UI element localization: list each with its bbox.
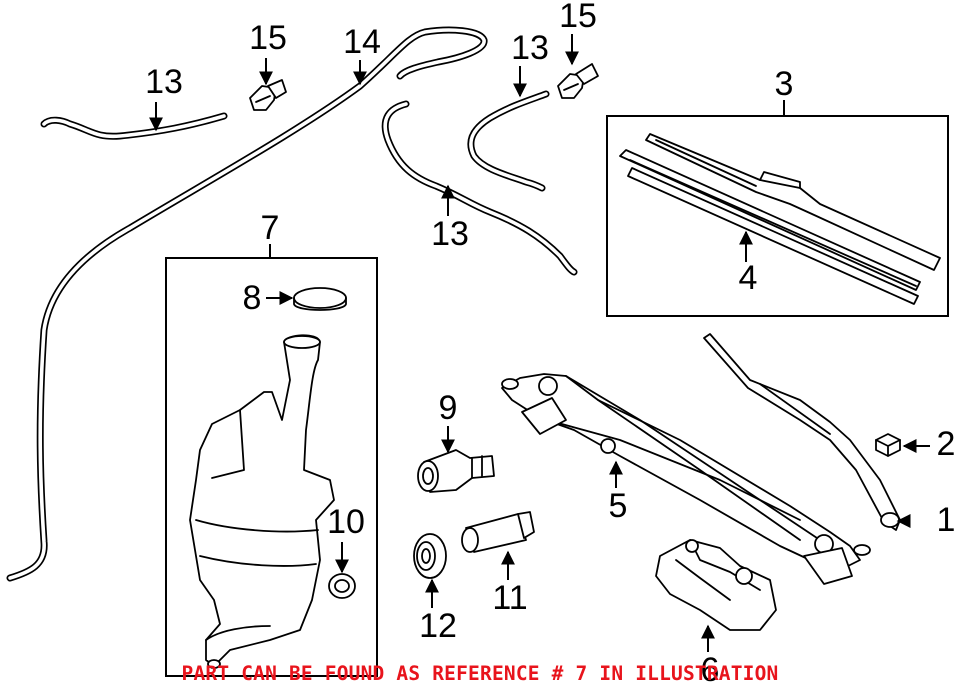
wiper-blade-3: [645, 133, 941, 271]
callout-7: 7: [261, 209, 280, 247]
pump-grommet-10: [328, 573, 356, 599]
reservoir-cap-8: [293, 287, 347, 311]
washer-hose-13-middle: [381, 100, 578, 276]
hose-clip-15-left: [249, 79, 287, 111]
callout-1: 1: [937, 501, 956, 539]
arm-nut-2: [875, 433, 901, 457]
leader-lines: [149, 34, 930, 652]
reference-note: PART CAN BE FOUND AS REFERENCE # 7 IN IL…: [181, 662, 779, 685]
callout-15-right: 15: [559, 0, 597, 35]
washer-reservoir-box: [165, 257, 378, 677]
washer-hose-13-right: [467, 90, 550, 192]
callout-15-left: 15: [249, 19, 287, 57]
washer-hose-14: [6, 26, 488, 582]
wiper-linkage-5: [501, 373, 871, 585]
callout-12: 12: [419, 607, 457, 645]
callout-2: 2: [937, 425, 956, 463]
callout-13-right: 13: [511, 29, 549, 67]
callout-3: 3: [775, 65, 794, 103]
callout-11: 11: [492, 579, 527, 617]
wiper-blade-refill-4: [619, 149, 921, 305]
callout-8: 8: [243, 279, 262, 317]
callout-13-middle: 13: [431, 215, 469, 253]
washer-reservoir-7: [189, 334, 335, 669]
washer-motor-11: [461, 511, 535, 553]
callout-10: 10: [327, 503, 365, 541]
callout-5: 5: [609, 487, 628, 525]
callout-9: 9: [439, 389, 458, 427]
callout-13-left: 13: [145, 63, 183, 101]
pump-grommet-12: [413, 533, 447, 579]
callout-14: 14: [343, 23, 381, 61]
wiper-motor-6: [655, 539, 777, 631]
washer-pump-9: [417, 449, 495, 493]
hose-clip-15-right: [557, 63, 599, 99]
wiper-blade-group-box: [606, 115, 949, 317]
washer-hose-13-left: [40, 112, 228, 140]
callout-6: 6: [701, 651, 720, 689]
callout-4: 4: [739, 259, 758, 297]
